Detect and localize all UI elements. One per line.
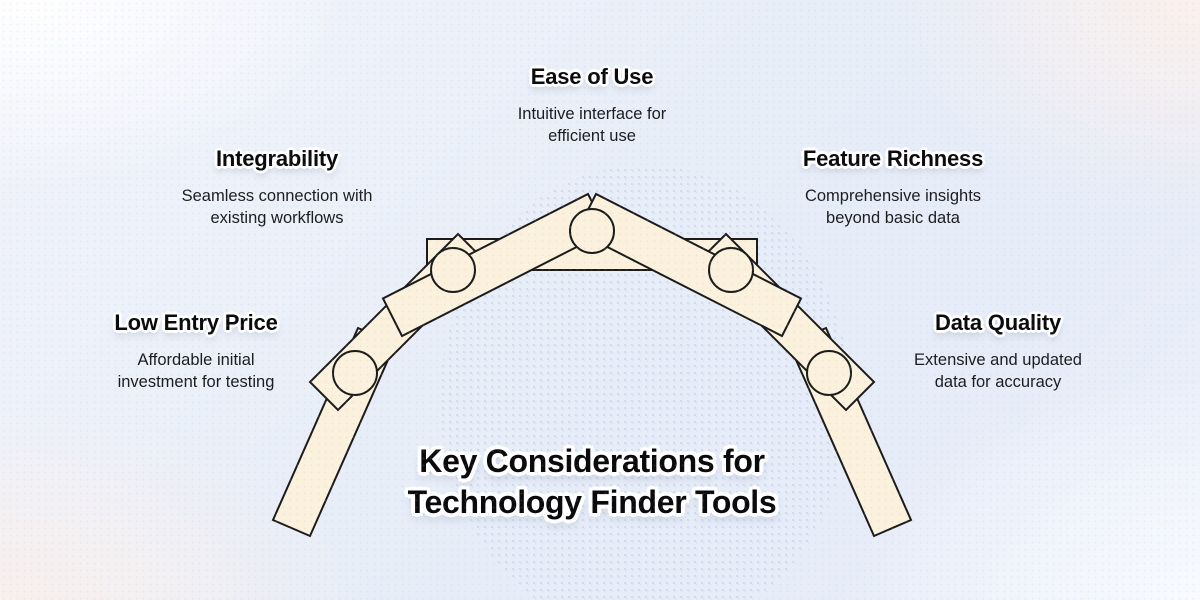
description-line: efficient use	[548, 127, 636, 145]
description-line: Comprehensive insights	[804, 187, 982, 205]
section-data-quality: Data Quality Extensive and updated data …	[914, 310, 1082, 393]
section-feature-richness: Feature Richness Comprehensive insights …	[803, 146, 983, 229]
section-heading: Feature Richness	[802, 146, 984, 171]
description-line: Seamless connection with	[181, 187, 373, 205]
description-line: existing workflows	[210, 209, 344, 227]
page-title: Key Considerations for Technology Finder…	[408, 441, 777, 523]
description-line: beyond basic data	[826, 209, 960, 227]
section-ease-of-use: Ease of Use Intuitive interface for effi…	[518, 64, 667, 147]
section-integrability: Integrability Seamless connection with e…	[182, 146, 373, 229]
section-description: Comprehensive insights beyond basic data	[803, 185, 983, 229]
hinge-upper-right	[708, 247, 754, 293]
section-description: Affordable initial investment for testin…	[114, 349, 277, 393]
description-line: data for accuracy	[934, 373, 1062, 391]
hinge-upper-left	[430, 247, 476, 293]
hinge-lower-left	[332, 350, 378, 396]
section-description: Extensive and updated data for accuracy	[914, 349, 1082, 393]
hinge-lower-right	[806, 350, 852, 396]
section-low-entry-price: Low Entry Price Affordable initial inves…	[114, 310, 277, 393]
title-line: Technology Finder Tools	[407, 484, 777, 520]
section-description: Seamless connection with existing workfl…	[182, 185, 373, 229]
section-heading: Integrability	[215, 146, 339, 171]
section-heading: Ease of Use	[530, 64, 654, 89]
arch-shapes	[271, 192, 913, 538]
section-description: Intuitive interface for efficient use	[518, 103, 667, 147]
title-line: Key Considerations for	[419, 443, 765, 479]
description-line: Affordable initial	[137, 351, 255, 369]
description-line: investment for testing	[117, 373, 275, 391]
section-heading: Data Quality	[935, 310, 1061, 335]
description-line: Intuitive interface for	[517, 105, 667, 123]
section-heading: Low Entry Price	[114, 310, 278, 335]
hinge-apex	[569, 208, 615, 254]
description-line: Extensive and updated	[914, 351, 1082, 369]
